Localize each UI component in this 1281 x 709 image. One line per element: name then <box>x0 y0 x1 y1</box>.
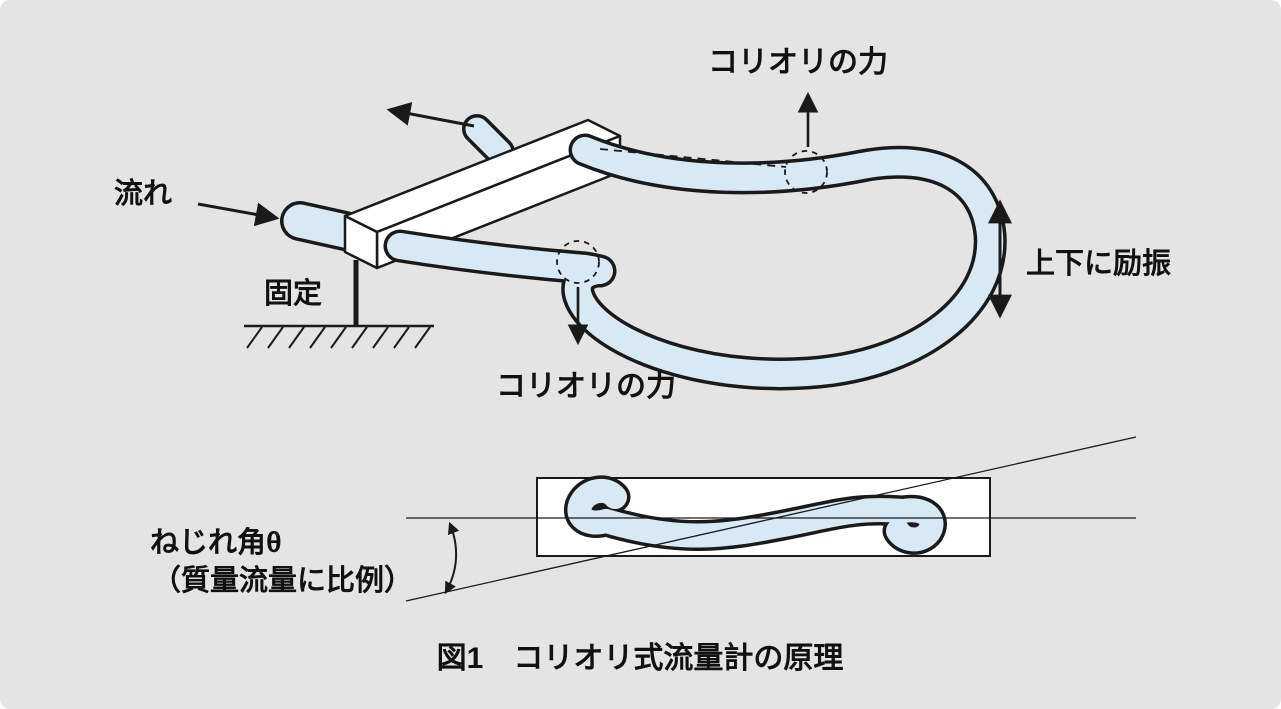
outlet-stub <box>462 114 515 167</box>
label-fixed: 固定 <box>264 276 322 310</box>
twist-angle-arc <box>444 521 460 595</box>
coriolis-point-top-dashed-circle <box>784 150 828 194</box>
undeflected-position-dashed-line <box>599 148 787 168</box>
measuring-tube-loop <box>383 133 1007 391</box>
label-coriolis-force-bottom: コリオリの力 <box>496 370 676 403</box>
outflow-arrow <box>386 102 475 128</box>
label-excitation: 上下に励振 <box>1026 247 1171 280</box>
flow-arrow <box>197 202 280 227</box>
label-twist-angle-line2: （質量流量に比例） <box>152 563 413 597</box>
support-and-ground <box>244 260 434 349</box>
block-left-face <box>343 214 379 270</box>
label-coriolis-force-top: コリオリの力 <box>708 46 888 79</box>
ground-hatching <box>246 326 431 349</box>
twisted-reference-line <box>405 436 1137 602</box>
label-twist-angle-line1: ねじれ角θ <box>150 526 282 559</box>
figure-caption: 図1 コリオリ式流量計の原理 <box>437 641 844 675</box>
label-flow: 流れ <box>114 177 172 210</box>
twisted-tube-end-view <box>564 475 947 555</box>
coriolis-point-bottom-dashed-circle <box>556 240 600 284</box>
